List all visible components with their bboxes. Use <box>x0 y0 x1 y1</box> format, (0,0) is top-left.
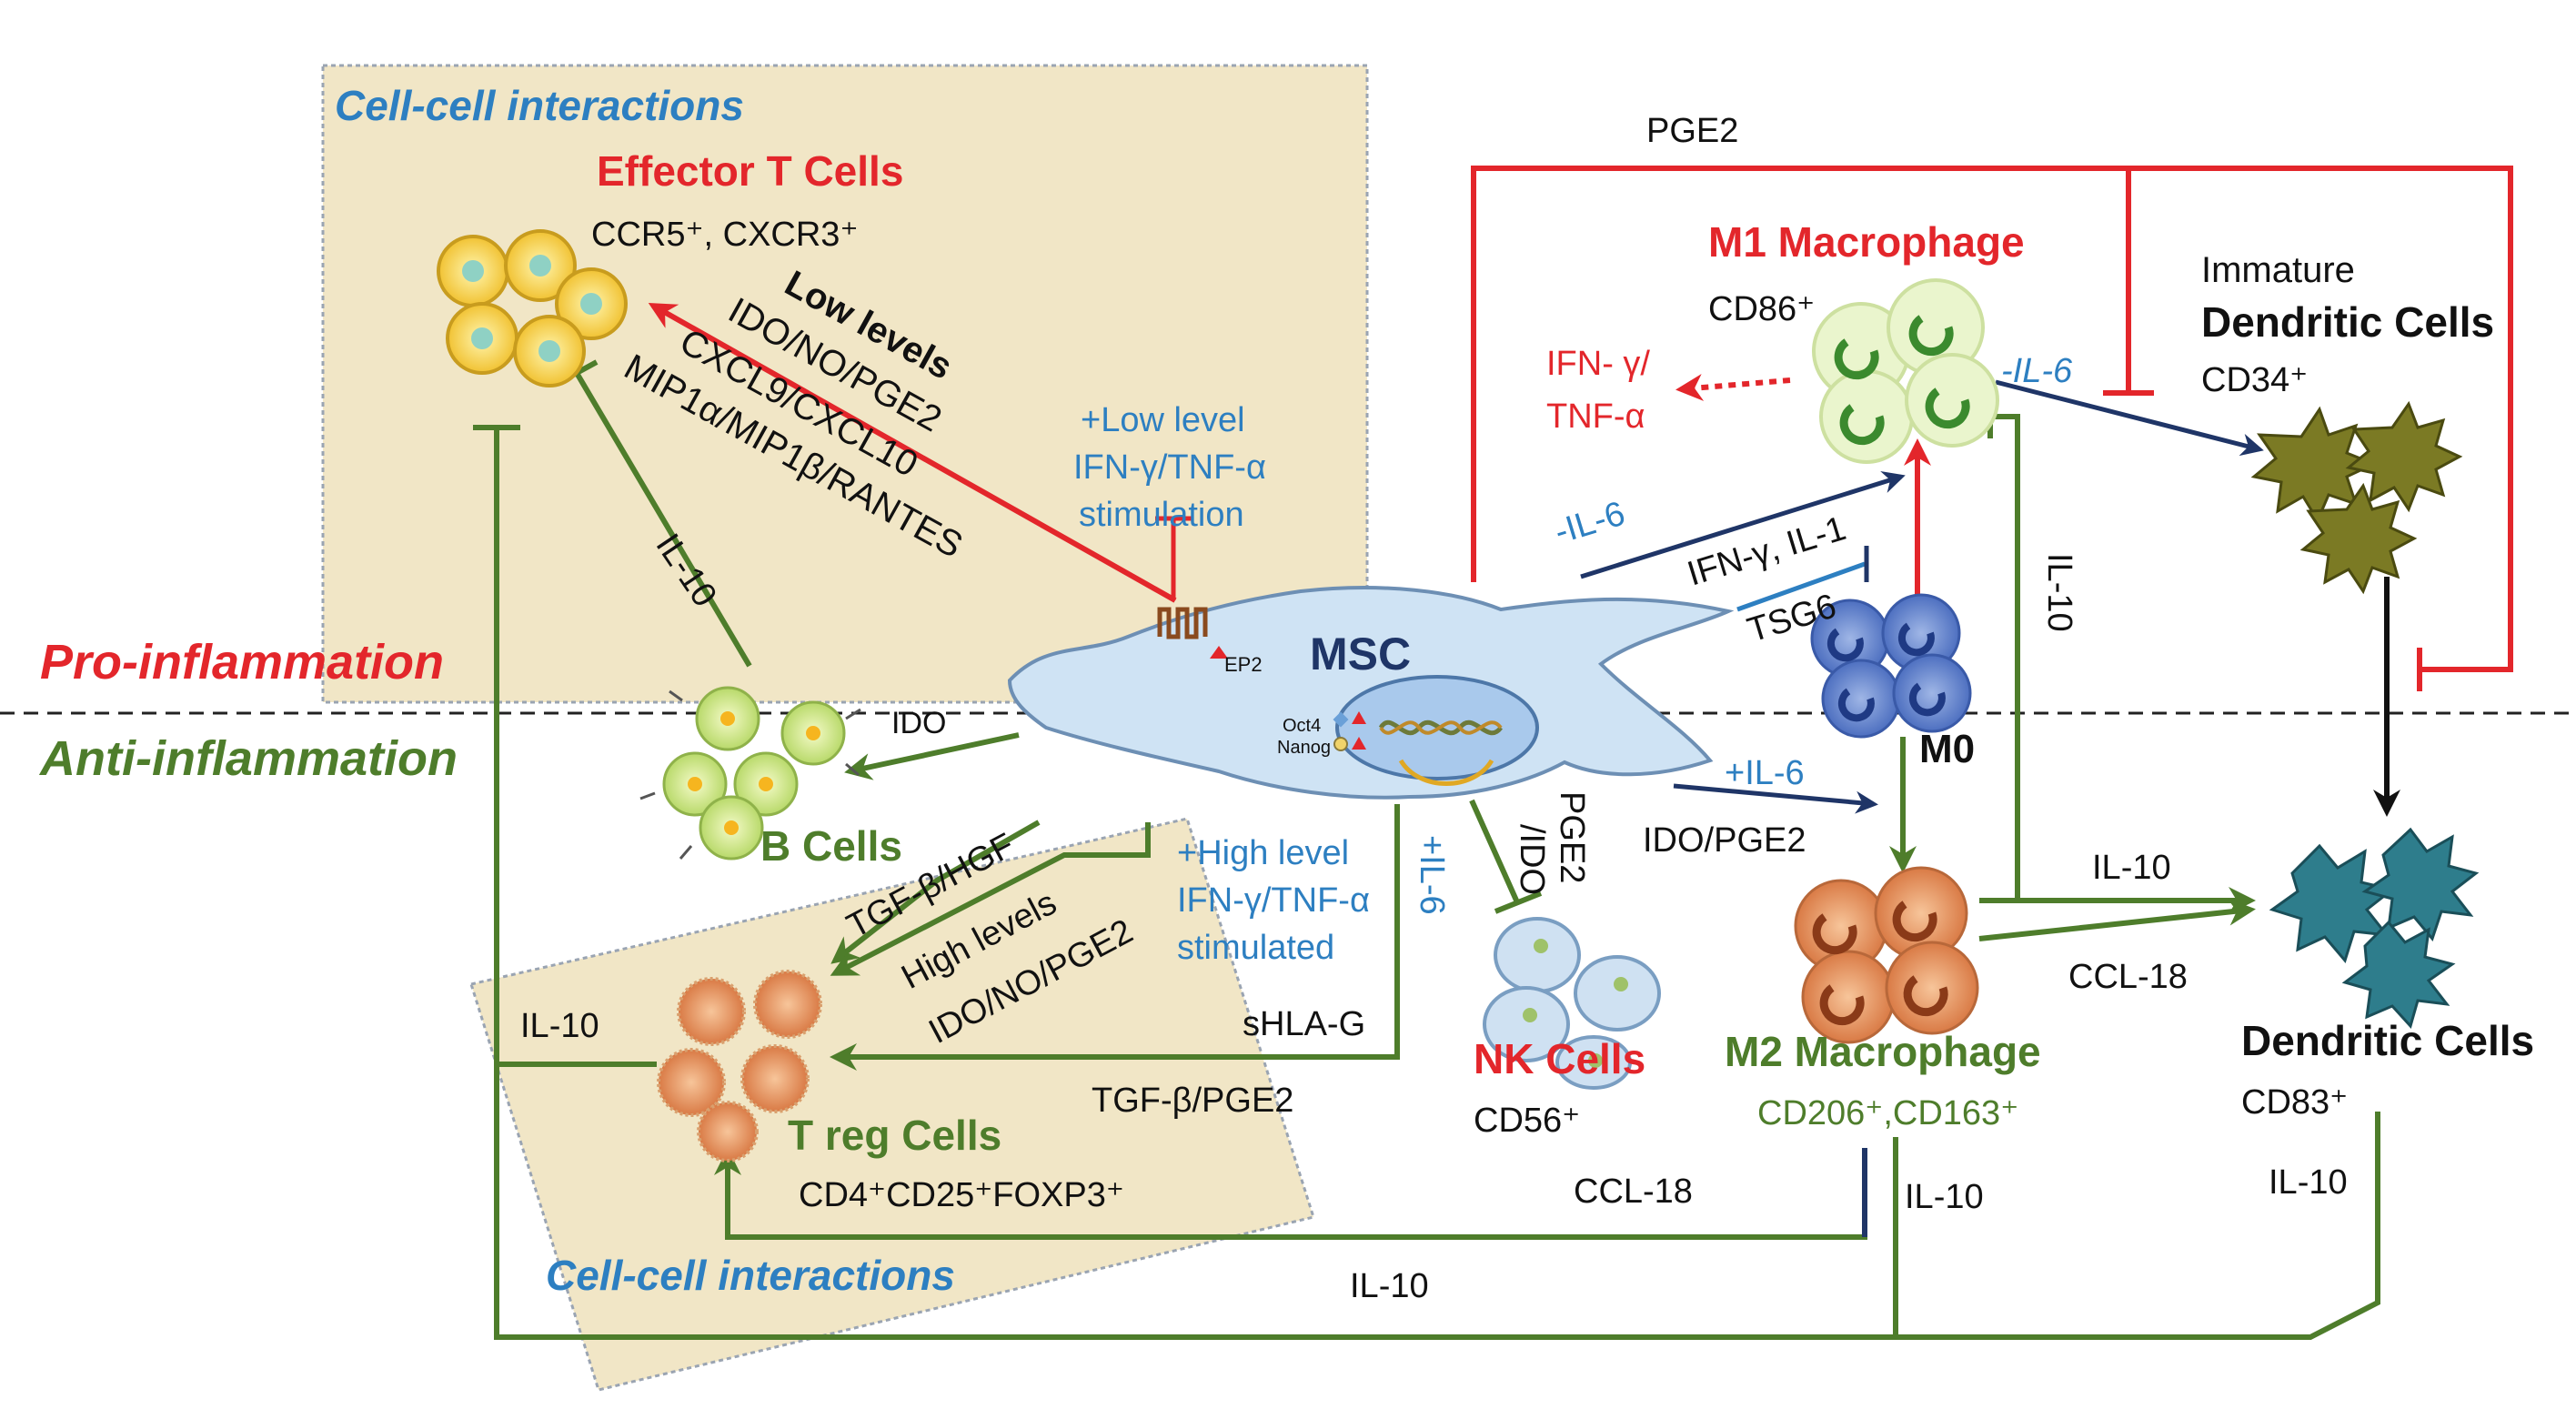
ccl18-dc-label: CCL-18 <box>2068 958 2188 996</box>
ido-b-label: IDO <box>891 706 946 740</box>
treg-cells-icon <box>657 970 822 1162</box>
il10-treg-label: IL-10 <box>520 1007 599 1045</box>
imm-dc-pre: Immature <box>2201 250 2355 290</box>
dendritic-cells-icon <box>2269 827 2480 1030</box>
anti-inflammation-label: Anti-inflammation <box>38 731 458 786</box>
il10-dc-label: IL-10 <box>2092 849 2171 887</box>
nk-name: NK Cells <box>1474 1035 1645 1082</box>
ep2-label: EP2 <box>1224 653 1263 676</box>
m0-name: M0 <box>1919 727 1975 771</box>
nanog-marker-icon <box>1333 737 1348 751</box>
msc-name: MSC <box>1310 629 1411 679</box>
effector-t-marker: CCR5⁺, CXCR3⁺ <box>591 216 859 254</box>
neg-il6-dc-label: -IL-6 <box>2001 352 2073 390</box>
m2-marker: CD206⁺,CD163⁺ <box>1757 1094 2018 1132</box>
ep2-up-arrow-icon <box>1210 646 1228 659</box>
nanog-up-arrow-icon <box>1352 737 1366 750</box>
il10-m2-label: IL-10 <box>1905 1178 1984 1216</box>
oct4-marker-icon <box>1333 711 1349 728</box>
msc-to-m1-arrow <box>1580 471 1906 579</box>
cci-top-label: Cell-cell interactions <box>335 82 744 129</box>
imm-dc-marker: CD34⁺ <box>2201 361 2308 399</box>
msc-curve-arrow <box>1398 759 1494 786</box>
m1-cytokine-dotted-arrow <box>1675 374 1791 401</box>
ifn-tnf-label-1: IFN- γ/ <box>1546 345 1650 383</box>
nk-marker: CD56⁺ <box>1474 1102 1580 1140</box>
msc-to-treg-high-arrow <box>830 822 1151 976</box>
msc-to-bcells-arrow <box>844 732 1020 780</box>
low-stim-label-1: +Low level <box>1081 401 1245 439</box>
immature-dc-icon <box>2250 400 2463 595</box>
pro-inflammation-label: Pro-inflammation <box>40 635 444 689</box>
msc-to-nk-inhibit <box>1469 799 1520 904</box>
neg-il6-m1-label: -IL-6 <box>1550 495 1629 552</box>
high-stim-label-1: +High level <box>1177 834 1349 872</box>
ido-pge2-m2-label: IDO/PGE2 <box>1643 821 1806 860</box>
pge2-top-label: PGE2 <box>1646 112 1738 150</box>
ep2-receptor-icon <box>1157 607 1208 639</box>
m2-macrophage-icon <box>1794 866 1979 1044</box>
effector-t-cells-icon <box>437 229 628 387</box>
dc-marker: CD83⁺ <box>2241 1083 2348 1122</box>
m2-to-m1-il10-inhibit <box>1992 414 2020 901</box>
cell-interaction-box-bottom <box>469 817 1315 1392</box>
tsg6-line <box>1736 561 1866 612</box>
imm-dc-name: Dendritic Cells <box>2201 298 2494 346</box>
msc-to-effector-arrow <box>648 303 1177 603</box>
tgf-pge2-label: TGF-β/PGE2 <box>1092 1082 1293 1120</box>
m1-name: M1 Macrophage <box>1708 218 2025 266</box>
bcells-to-effector-inhibit <box>574 371 752 668</box>
low-stim-label-3: stimulation <box>1079 496 1244 534</box>
nk-inhibit-bar <box>1494 891 1543 914</box>
msc-to-treg-shlag-arrow <box>830 804 1400 1071</box>
il10-vertical-label: IL-10 <box>2040 553 2078 632</box>
shlag-label: sHLA-G <box>1243 1005 1365 1043</box>
oct4-up-arrow-icon <box>1352 711 1366 724</box>
ccl18-treg-label: CCL-18 <box>1574 1172 1693 1211</box>
msc-to-treg-tgf-arrow <box>830 820 1041 964</box>
m1-to-imm-dc-arrow <box>1995 379 2264 457</box>
m0-macrophage-icon <box>1810 593 1972 739</box>
treg-marker: CD4⁺CD25⁺FOXP3⁺ <box>799 1176 1124 1214</box>
pge2-ido-label-1: PGE2 <box>1553 791 1591 883</box>
msc-to-m2-arrow <box>1673 783 1878 814</box>
outer-il10-loop <box>494 428 2380 1340</box>
b-cells-icon <box>639 686 861 860</box>
m2-name: M2 Macrophage <box>1725 1028 2041 1075</box>
dna-helix-2 <box>1379 720 1503 735</box>
b-cells-name: B Cells <box>760 822 902 870</box>
m1-marker: CD86⁺ <box>1708 290 1815 328</box>
dc-name: Dendritic Cells <box>2241 1017 2534 1064</box>
plus-il6-vert-label: +IL-6 <box>1413 835 1451 915</box>
m1-macrophage-icon <box>1812 278 1999 464</box>
nanog-label: Nanog <box>1277 738 1331 758</box>
oct4-label: Oct4 <box>1283 716 1321 736</box>
treg-name: T reg Cells <box>788 1112 1001 1159</box>
ifn-tnf-label-2: TNF-α <box>1546 398 1645 436</box>
plus-il6-m2-label: +IL-6 <box>1725 754 1805 792</box>
high-stim-label-3: stimulated <box>1177 929 1334 967</box>
nk-cells-icon <box>1483 917 1661 1090</box>
low-stim-label-2: IFN-γ/TNF-α <box>1073 448 1266 487</box>
m2-to-dc-ccl18-arrow <box>1978 898 2256 941</box>
il10-dc-bottom-label: IL-10 <box>2269 1163 2348 1202</box>
high-stim-label-2: IFN-γ/TNF-α <box>1177 881 1370 920</box>
pge2-ido-label-2: /IDO <box>1513 824 1551 895</box>
ifn-il1-label: IFN-γ, IL-1 <box>1683 509 1850 594</box>
cci-bottom-label: Cell-cell interactions <box>546 1252 955 1299</box>
effector-t-name: Effector T Cells <box>597 147 903 195</box>
il10-bottom-label: IL-10 <box>1350 1267 1429 1305</box>
pge2-loop-line <box>1471 166 2513 672</box>
